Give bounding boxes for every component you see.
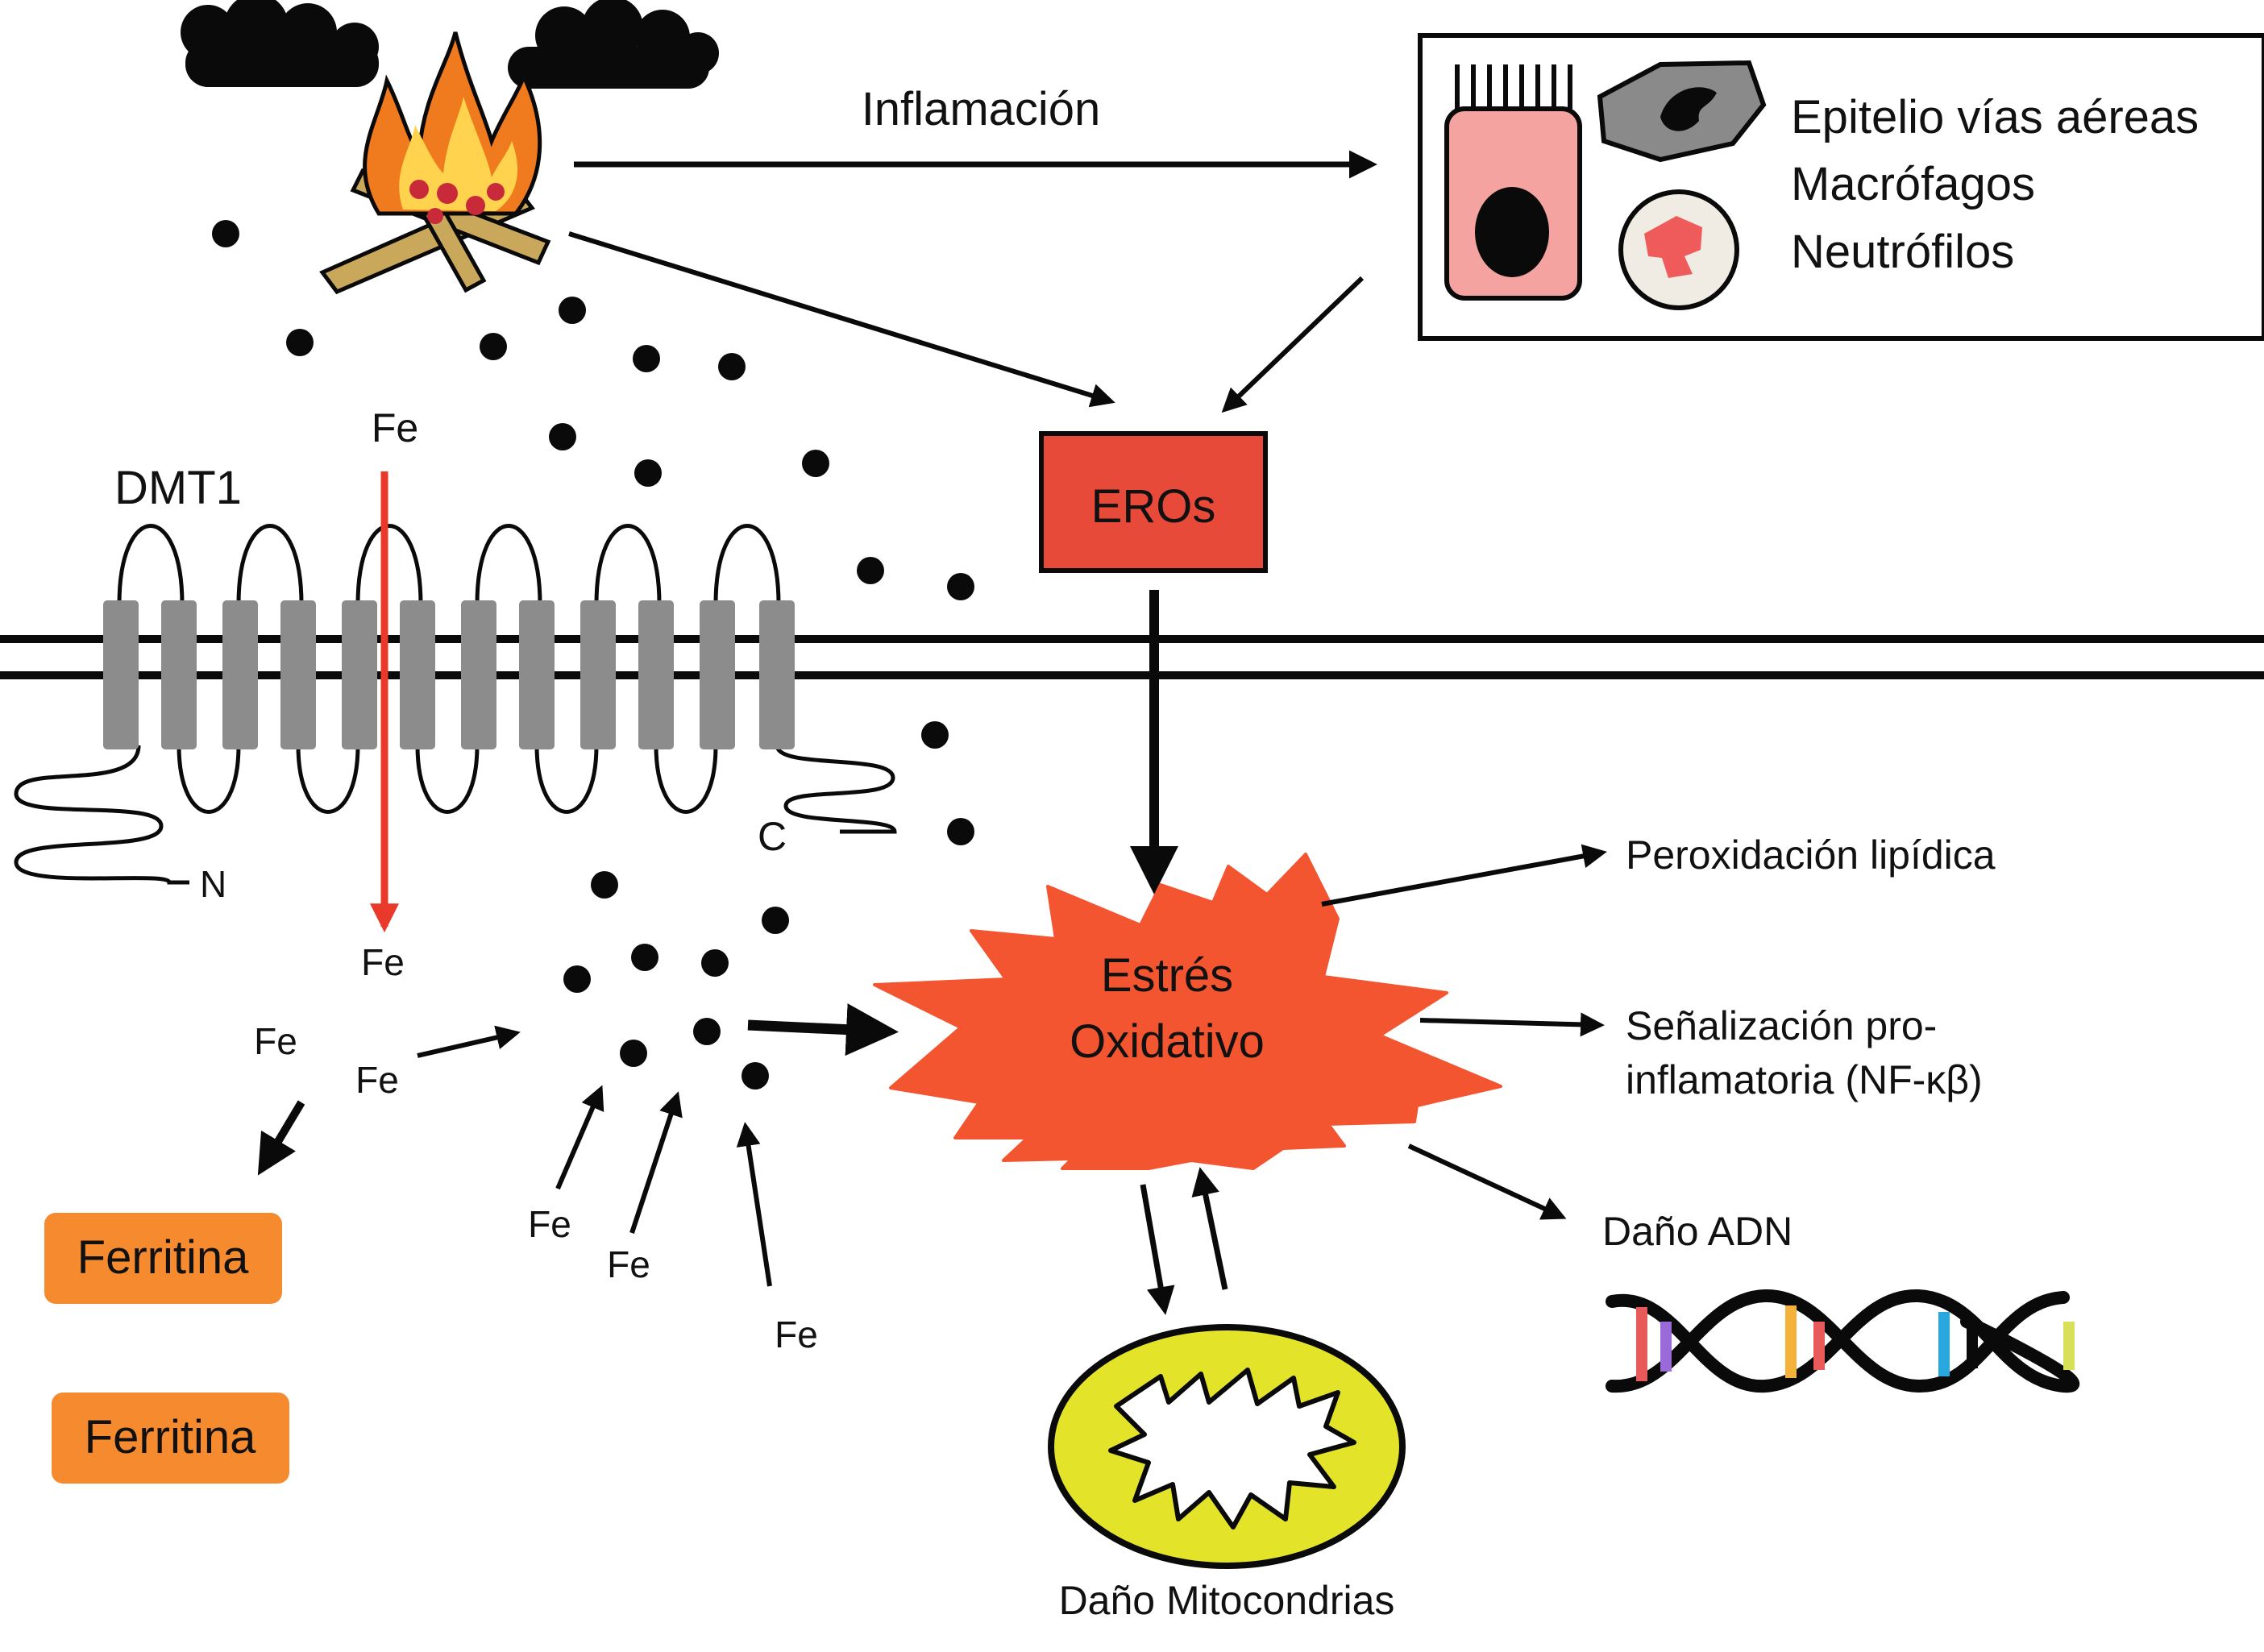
tm-segment [103, 600, 139, 749]
epithelial-cell-icon [1444, 64, 1582, 301]
stress-to-dna-arrow [1407, 1144, 1567, 1220]
tm-segment [759, 600, 795, 749]
cell-type-macrophages: Macrófagos [1791, 158, 2035, 210]
particle [921, 721, 949, 749]
cell-type-airway-epithelium: Epitelio vías aéreas [1791, 91, 2199, 143]
fe-up-arrow-3 [736, 1122, 772, 1287]
particle [633, 345, 660, 372]
fire-icon [181, 0, 719, 295]
tm-segment [280, 600, 316, 749]
particle [693, 1018, 721, 1045]
fe-label-extracellular: Fe [372, 405, 418, 450]
tm-segment [638, 600, 674, 749]
tm-segment [342, 600, 377, 749]
cells-to-ros-arrow [1221, 276, 1365, 413]
stress-to-signaling-arrow [1419, 1012, 1605, 1037]
particle [591, 871, 618, 899]
particle [631, 944, 658, 971]
tm-segment [161, 600, 197, 749]
cell-type-neutrophils: Neutrófilos [1791, 226, 2014, 278]
particle [857, 557, 884, 584]
particulate-matter [212, 220, 974, 1090]
ferritin-label: Ferritina [85, 1411, 256, 1463]
particle [480, 333, 507, 360]
particle [742, 1062, 769, 1090]
particle [947, 573, 974, 600]
particle [212, 220, 239, 247]
fire-to-ros-arrow [568, 231, 1115, 408]
cell-types-box: Epitelio vías aéreas Macrófagos Neutrófi… [1418, 33, 2264, 341]
tm-segment [700, 600, 735, 749]
tm-segment [400, 600, 435, 749]
particle [620, 1040, 647, 1067]
tm-segment [519, 600, 555, 749]
oxidative-stress-label-line2: Oxidativo [1070, 1015, 1265, 1068]
fe-label-bottom-3: Fe [775, 1314, 818, 1355]
ros-box: EROs [1039, 431, 1268, 573]
ferritin-box-1: Ferritina [44, 1213, 282, 1304]
ros-label: EROs [1091, 480, 1216, 533]
smoke-cloud-right [508, 0, 719, 89]
smoke-cloud-left [181, 0, 379, 87]
particle [563, 965, 591, 993]
dna-damage-label: Daño ADN [1602, 1209, 1793, 1254]
tm-segment [461, 600, 496, 749]
flames [363, 31, 542, 224]
proinflammatory-label-line2: inflamatoria (NF-κβ) [1626, 1057, 1983, 1102]
stress-to-lipid-arrow [1321, 844, 1607, 907]
particle [762, 907, 789, 934]
neutrophil-icon [1618, 189, 1739, 310]
dna-helix-icon [1606, 1289, 2079, 1393]
fe-label-bottom-1: Fe [528, 1203, 571, 1245]
fe-to-particles-arrow [417, 1025, 521, 1058]
ferritin-label: Ferritina [77, 1231, 249, 1284]
proinflammatory-label-line1: Señalización pro- [1626, 1003, 1937, 1048]
particle [701, 949, 729, 977]
particle [634, 459, 662, 487]
particle [802, 450, 829, 477]
fe-to-ferritin-arrow [257, 1100, 305, 1176]
ferritin-box-2: Ferritina [52, 1393, 289, 1484]
inflammation-label: Inflamación [862, 83, 1101, 135]
fe-up-arrow-2 [629, 1091, 683, 1234]
particle [286, 329, 314, 356]
dmt1-transporter [14, 524, 897, 885]
mitochondrion-icon [1048, 1324, 1406, 1569]
oxidative-stress-starburst: Estrés Oxidativo [873, 853, 1502, 1170]
particle [718, 353, 746, 380]
c-terminus-label: C [758, 814, 787, 859]
tm-segment [580, 600, 616, 749]
mitochondria-to-stress-arrow [1191, 1167, 1228, 1290]
fe-label-ferritin-source: Fe [254, 1020, 297, 1062]
oxidative-stress-label-line1: Estrés [1101, 949, 1233, 1002]
particle [559, 297, 586, 324]
dmt1-label: DMT1 [114, 462, 242, 514]
cell-membrane [0, 635, 2264, 679]
fe-label-to-particles: Fe [355, 1059, 399, 1101]
particles-to-stress-arrow [747, 1003, 899, 1056]
fe-label-bottom-2: Fe [607, 1243, 650, 1285]
n-terminus-label: N [200, 863, 226, 905]
mitochondria-damage-label: Daño Mitocondrias [1059, 1578, 1395, 1623]
fe-up-arrow-1 [555, 1085, 604, 1190]
tm-segment [222, 600, 258, 749]
macrophage-icon [1597, 60, 1767, 163]
lipid-peroxidation-label: Peroxidación lipídica [1626, 832, 1996, 878]
particle [549, 423, 576, 450]
fe-label-intracellular: Fe [361, 941, 405, 983]
particle [947, 818, 974, 845]
stress-to-mitochondria-arrow [1140, 1184, 1175, 1315]
